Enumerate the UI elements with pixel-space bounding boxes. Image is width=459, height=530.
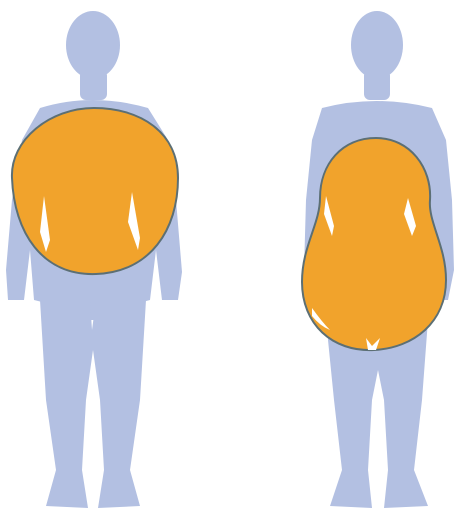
left-fat-blob [12,108,178,274]
right-neck [364,70,390,100]
apple-shape-figure [6,11,182,508]
left-head [66,11,120,79]
pear-shape-figure [302,11,454,508]
left-neck [80,70,107,100]
left-legs [40,300,146,508]
right-head [351,11,403,79]
